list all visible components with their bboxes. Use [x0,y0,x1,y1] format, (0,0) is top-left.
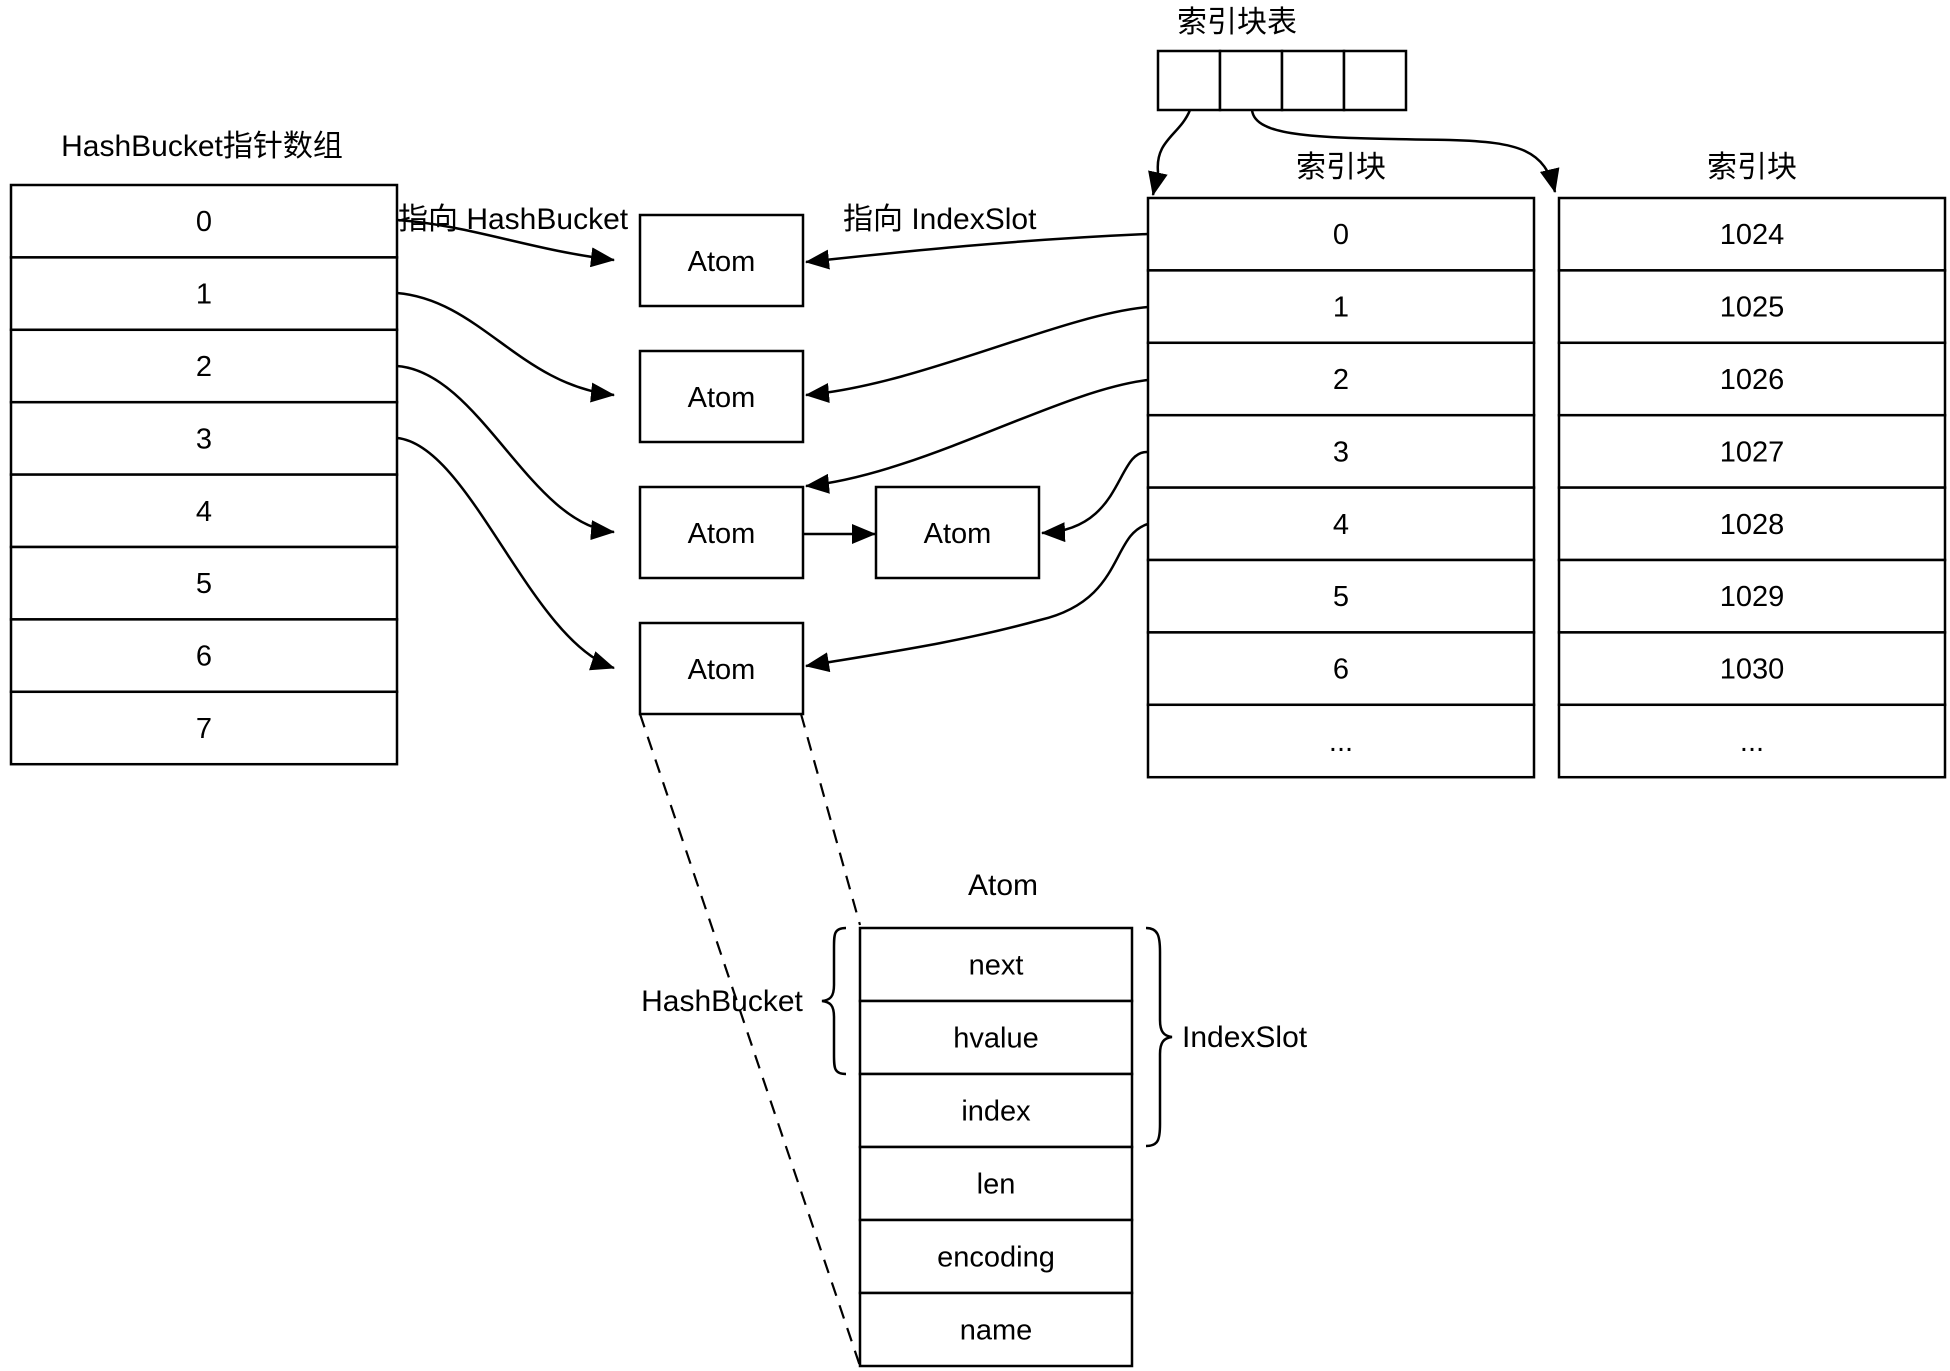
atom-box [638,621,805,716]
index-block-2: 索引块 1024 1025 1026 1027 1028 1029 1030... [1557,151,1947,779]
index-block-table: 索引块表 [1156,6,1408,112]
hash-bucket-array-title: HashBucket指针数组 [61,130,343,163]
index-block-2-cell-label: 1024 [1720,219,1785,251]
arrow-hb0-to-atom1 [396,218,615,268]
index-block-table-slot [1156,49,1222,112]
hash-bucket-cell-label: 3 [196,423,212,455]
atom-field-cell [858,1291,1134,1368]
arrow-table-to-block-2 [1250,109,1560,193]
index-block-1-cell-label: 5 [1333,581,1349,613]
atom-box [638,349,805,444]
atom-field-cell-label: name [960,1315,1033,1347]
dashed-expand-right [799,713,862,926]
hash-bucket-cell [9,256,399,332]
hash-bucket-cell [9,183,399,259]
index-block-1-cell-label: 2 [1333,364,1349,396]
index-block-1-cell [1146,558,1536,634]
index-block-1: 索引块 0 1 2 3 4 5 6... [1146,151,1536,779]
index-block-1-cell [1146,703,1536,779]
atom-field-cell-label: encoding [937,1242,1055,1274]
atom-field-cell [858,1218,1134,1295]
atom-box-label: Atom [688,654,756,686]
hash-bucket-cell [9,545,399,621]
atom-struct: Atom next hvalue index len encoding name Hash… [641,869,1308,1368]
index-block-2-cell [1557,341,1947,417]
index-block-2-cell-label: 1030 [1720,654,1785,686]
hash-bucket-cell-label: 0 [196,206,212,238]
arrow-hb2-to-atom3 [396,364,615,541]
hash-bucket-cell-label: 2 [196,351,212,383]
index-block-table-slot [1280,49,1346,112]
arrow-hb3-to-atom5 [396,436,615,671]
index-block-2-cell-label: 1029 [1720,581,1785,613]
atom-box-label: Atom [924,518,992,550]
index-block-2-cell-label: 1027 [1720,436,1785,468]
hash-bucket-cell-label: 1 [196,279,212,311]
hash-bucket-cell-label: 6 [196,641,212,673]
arrow-table-to-block-1 [1148,109,1192,196]
index-block-table-slot [1218,49,1284,112]
index-block-1-title: 索引块 [1296,151,1386,184]
arrow-ib2-to-atom3 [805,378,1149,494]
atom-field-cell-label: index [961,1096,1031,1128]
atom-box-label: Atom [688,518,756,550]
atom-field-cell [858,1145,1134,1222]
dashed-expand-left [638,713,862,1367]
index-block-2-cell-label: 1028 [1720,509,1785,541]
index-block-1-cell-label: 3 [1333,436,1349,468]
index-block-2-cell [1557,413,1947,489]
index-block-table-title: 索引块表 [1177,6,1297,39]
index-block-2-cell [1557,486,1947,562]
arrow-ib3-to-atom4 [1041,450,1149,543]
arrow-ib1-to-atom2 [805,305,1149,403]
index-block-1-cell [1146,413,1536,489]
index-block-2-cell [1557,558,1947,634]
hash-bucket-cell-label: 7 [196,713,212,745]
index-block-1-cell-label: 0 [1333,219,1349,251]
index-block-1-cell [1146,341,1536,417]
index-block-2-cell-label: 1025 [1720,292,1785,324]
index-block-2-cell [1557,631,1947,707]
index-block-2-cell [1557,269,1947,345]
atom-field-cell-label: len [977,1169,1016,1201]
atom-box-label: Atom [688,382,756,414]
index-block-1-cell [1146,269,1536,345]
edge-label-to-indexslot: 指向 IndexSlot [843,203,1037,236]
hash-bucket-array: HashBucket指针数组 0 1 2 3 4 5 6 7 [9,130,399,766]
atom-field-cell-label: next [969,950,1024,982]
index-block-2-cell-label: 1026 [1720,364,1785,396]
atom-field-cell-label: hvalue [953,1023,1038,1055]
atom-box-label: Atom [688,246,756,278]
arrow-ib4-to-atom5 [805,522,1149,673]
brace-hashbucket [821,926,847,1076]
index-block-1-cell-label: ... [1329,726,1353,758]
brace-label-hashbucket: HashBucket [641,985,803,1018]
index-block-1-cell-label: 1 [1333,292,1349,324]
hash-bucket-cell [9,690,399,766]
hash-bucket-cell-label: 5 [196,568,212,600]
index-block-2-title: 索引块 [1707,151,1797,184]
index-block-table-slot [1342,49,1408,112]
index-block-1-cell-label: 4 [1333,509,1349,541]
edge-label-to-hashbucket: 指向 HashBucket [398,203,629,236]
index-block-2-cell [1557,703,1947,779]
index-block-2-cell-label: ... [1740,726,1764,758]
brace-indexslot [1145,926,1173,1148]
atom-box [638,213,805,308]
atom-field-cell [858,999,1134,1076]
atom-box [874,485,1041,580]
hash-bucket-cell [9,328,399,404]
arrow-hb1-to-atom2 [396,291,615,403]
index-block-1-cell-label: 6 [1333,654,1349,686]
hash-bucket-cell-label: 4 [196,496,212,528]
index-block-2-cell [1557,196,1947,272]
brace-label-indexslot: IndexSlot [1182,1021,1308,1054]
atom-struct-title: Atom [968,869,1038,902]
arrow-ib0-to-atom1 [805,232,1149,270]
atom-box [638,485,805,580]
